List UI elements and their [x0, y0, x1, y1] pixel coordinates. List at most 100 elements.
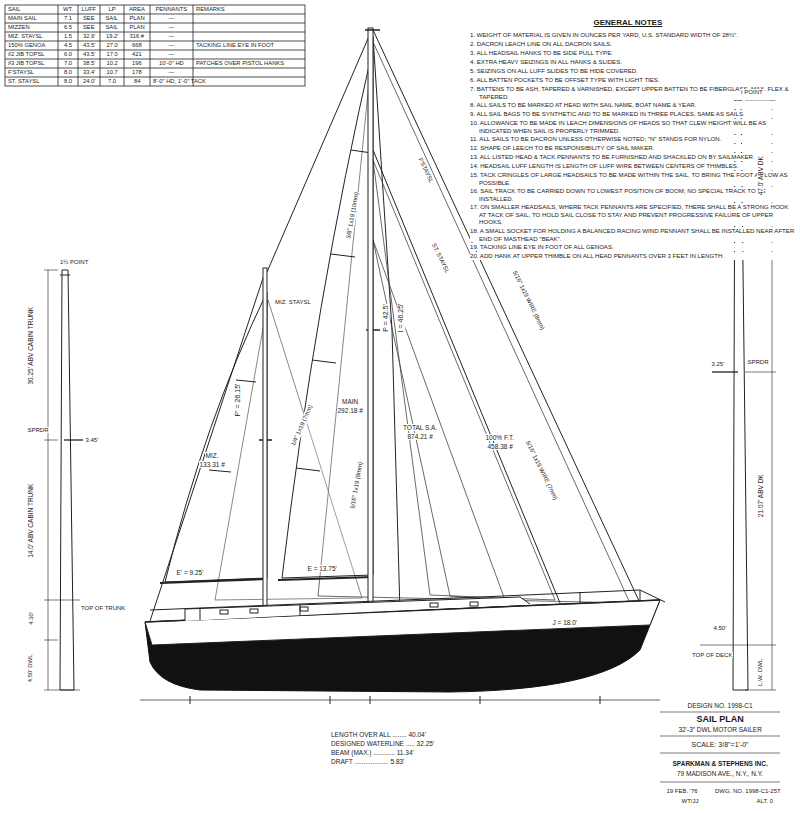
- table-cell: 10'-0" HD: [158, 60, 185, 67]
- table-cell: 43.5': [82, 42, 96, 49]
- dimension-label: P' = 26.15': [234, 383, 242, 418]
- table-cell: 7.0: [63, 60, 73, 67]
- table-cell: 10.2: [106, 60, 119, 67]
- mast-detail-label: SPRDR: [27, 427, 50, 434]
- table-cell: SAIL: [105, 24, 120, 31]
- title-block-text: DWG. NO. 1998-C1-25T: [714, 788, 782, 795]
- table-cell: 8'-0" HD, 1'-0" TACK: [152, 78, 207, 85]
- title-block-text: SCALE: 3/8"=1'-0": [691, 741, 750, 749]
- table-cell: 178: [131, 69, 143, 76]
- table-cell: PLAN: [129, 15, 146, 22]
- mast-detail-label: 1½ POINT: [59, 259, 89, 266]
- table-cell: 150% GENOA: [7, 42, 46, 49]
- table-header: PENNANTS: [155, 6, 189, 13]
- dimension-label: J = 18.0': [552, 619, 579, 626]
- note-text: 20. ADD HANK AT UPPER THIMBLE ON ALL HEA…: [470, 252, 798, 260]
- table-cell: 17.0: [106, 51, 119, 58]
- table-cell: PLAN: [129, 24, 146, 31]
- sail-area-label: 292.18 #: [337, 407, 364, 414]
- table-cell: MIZ. STAYSL: [7, 33, 44, 40]
- note-text: 16. SAIL TRACK TO BE CARRIED DOWN TO LOW…: [470, 187, 798, 202]
- title-block-text: 32'-3" DWL MOTOR SAILER: [678, 726, 763, 733]
- table-cell: 7.0: [107, 78, 117, 85]
- table-cell: MIZZEN: [7, 24, 31, 31]
- mast-detail-label: 21.07' ABV DK: [756, 473, 763, 518]
- mast-detail-label: 3.25': [711, 361, 726, 368]
- wire-label: 1/4" 1x19 (7mm): [290, 402, 315, 447]
- note-text: 6. ALL BATTEN POCKETS TO BE OFFSET TYPE …: [470, 76, 798, 84]
- sail-area-label: MAIN: [341, 398, 359, 405]
- title-block-text: 19 FEB. '76: [666, 788, 699, 795]
- note-text: 13. ALL LISTED HEAD & TACK PENNANTS TO B…: [470, 153, 798, 161]
- table-cell: 33.4': [82, 69, 96, 76]
- title-block-text: ALT. 0: [756, 798, 775, 805]
- table-cell: 421: [131, 51, 143, 58]
- mast-detail-label: 4.30': [27, 611, 34, 626]
- title-block-text: 79 MADISON AVE., N.Y., N.Y.: [676, 770, 764, 777]
- table-cell: TACKING LINE EYE IN FOOT: [195, 42, 275, 49]
- mast-detail-label: SPRDR: [747, 359, 770, 366]
- title-block-text: DESIGN NO. 1998-C1: [687, 702, 754, 709]
- table-cell: SEE: [82, 15, 96, 22]
- note-text: 8. ALL SAILS TO BE MARKED AT HEAD WITH S…: [470, 101, 798, 109]
- table-cell: SAIL: [105, 15, 120, 22]
- note-text: 2. DACRON LEACH LINE ON ALL DACRON SAILS…: [470, 40, 798, 48]
- table-cell: —: [168, 42, 176, 49]
- note-text: 3. ALL HEADSAIL HANKS TO BE SIDE PULL TY…: [470, 49, 798, 57]
- note-text: 18. A SMALL SOCKET FOR HOLDING A BALANCE…: [470, 227, 798, 242]
- mast-detail-label: 4.50': [713, 625, 728, 632]
- table-cell: ST. STAYSL: [7, 78, 40, 85]
- note-text: 1. WEIGHT OF MATERIAL IS GIVEN IN OUNCES…: [470, 31, 798, 39]
- note-text: 10. ALLOWANCE TO BE MADE IN LEACH DIMENS…: [470, 119, 798, 134]
- note-text: 19. TACKING LINE EYE IN FOOT OF ALL GENO…: [470, 243, 798, 251]
- table-cell: 10.7: [106, 69, 119, 76]
- sail-area-label: MIZ.: [205, 452, 220, 459]
- table-cell: MAIN SAIL: [7, 15, 38, 22]
- table-cell: ♯2 JIB TOPSL: [7, 51, 46, 58]
- table-cell: 1.5: [63, 33, 73, 40]
- mast-detail-label: TOP OF TRUNK: [80, 605, 126, 612]
- dimension-label: E' = 9.25': [176, 569, 205, 576]
- mast-detail-label: 30.25' ABV CABIN TRUNK: [27, 305, 34, 385]
- table-header: SAIL: [7, 6, 22, 13]
- table-cell: —: [168, 24, 176, 31]
- sail-area-label: 100% F.T.: [485, 434, 516, 441]
- sail-area-label: 133.31 #: [199, 461, 226, 468]
- table-header: WT.: [62, 6, 74, 13]
- table-cell: 7.1: [63, 15, 73, 22]
- wire-label: 5/16" 1x19 (8mm): [349, 460, 364, 510]
- table-cell: 43.5': [82, 51, 96, 58]
- table-header: LP: [108, 6, 117, 13]
- table-cell: 24.0': [82, 78, 96, 85]
- title-block-text: SAIL PLAN: [696, 714, 745, 724]
- note-text: 5. SEIZINGS ON ALL LUFF SLIDES TO BE HID…: [470, 67, 798, 75]
- dimension-label: E = 13.75': [307, 565, 338, 572]
- title-block-text: SPARKMAN & STEPHENS INC.: [672, 760, 769, 767]
- table-cell: 19.2': [105, 33, 119, 40]
- mast-detail-label: 4.50' DWL: [27, 653, 34, 683]
- mast-detail-label: TOP OF DECK: [691, 652, 733, 659]
- table-cell: 8.0: [63, 78, 73, 85]
- note-text: 14. HEADSAIL LUFF LENGTH IS LENGTH OF LU…: [470, 162, 798, 170]
- table-cell: 4.5: [63, 42, 73, 49]
- title-block-text: WT/JJ: [681, 798, 700, 805]
- table-cell: —: [168, 33, 176, 40]
- table-header: AREA: [128, 6, 146, 13]
- table-cell: 316 #: [129, 33, 146, 40]
- dimension-label: I = 46.25': [397, 303, 405, 334]
- wire-label: 3/8" 1x19 (10mm): [345, 190, 360, 240]
- sail-name: ST. STAYSL: [430, 241, 451, 275]
- table-cell: —: [168, 51, 176, 58]
- table-cell: 196: [131, 60, 143, 67]
- mast-detail-label: 47.0' ABV DK: [756, 155, 763, 196]
- wire-label: 5/16" 1x19 WIRE (7mm): [523, 438, 558, 501]
- table-cell: 84: [133, 78, 141, 85]
- table-cell: 8.0: [63, 69, 73, 76]
- table-cell: —: [168, 15, 176, 22]
- sail-name: MIZ. STAYSL: [274, 299, 312, 306]
- table-cell: 32.9': [82, 33, 96, 40]
- hull-dimension: DRAFT ................... 5.83': [330, 758, 405, 765]
- mast-detail-label: 3.45': [85, 437, 100, 444]
- note-text: 9. ALL SAIL BAGS TO BE SYNTHETIC AND TO …: [470, 110, 798, 118]
